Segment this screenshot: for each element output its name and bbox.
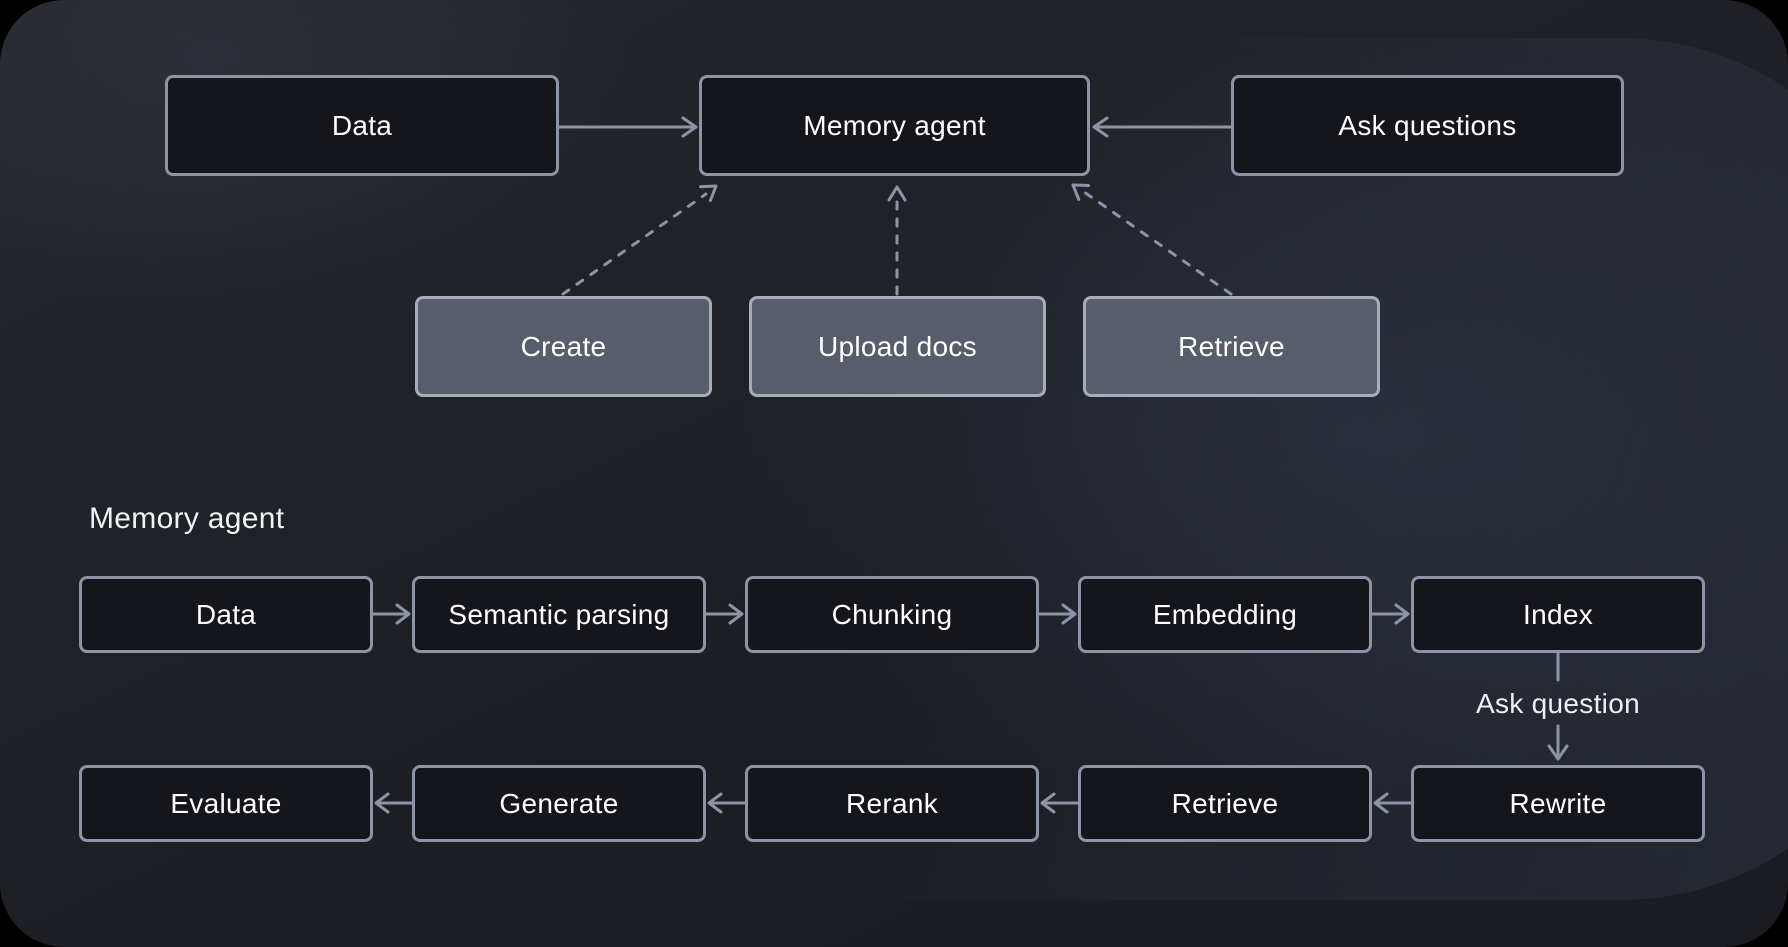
node-create-label: Create <box>520 330 607 362</box>
node-data-label: Data <box>331 109 393 141</box>
node-index: Index <box>1411 576 1705 653</box>
node-index-label: Index <box>1523 598 1593 630</box>
node-rewrite-label: Rewrite <box>1509 787 1607 819</box>
node-data: Data <box>165 75 559 176</box>
node-upload-docs-label: Upload docs <box>818 330 977 362</box>
arrow-create-to-memory-agent <box>561 184 718 296</box>
node-upload-docs: Upload docs <box>749 296 1046 397</box>
arrow-ask-questions-to-memory-agent <box>1092 116 1233 138</box>
arrow-retrieve-to-memory-agent <box>1071 183 1233 296</box>
node-ingest-data-label: Data <box>195 598 257 630</box>
arrow-embedding-to-index <box>1370 603 1410 625</box>
arrow-semantic-parsing-to-chunking <box>704 603 744 625</box>
node-retrieve-label: Retrieve <box>1178 330 1285 362</box>
arrow-upload-docs-to-memory-agent <box>887 185 907 296</box>
node-evaluate: Evaluate <box>79 765 373 842</box>
node-embedding-label: Embedding <box>1152 598 1298 630</box>
node-create: Create <box>415 296 712 397</box>
node-generate-label: Generate <box>499 787 619 819</box>
arrow-ask-question-to-rewrite <box>1547 724 1569 761</box>
node-rerank: Rerank <box>745 765 1039 842</box>
arrow-chunking-to-embedding <box>1037 603 1077 625</box>
arrow-rerank-to-generate <box>707 792 747 814</box>
arrow-data-to-memory-agent <box>557 116 698 138</box>
node-memory-agent: Memory agent <box>699 75 1090 176</box>
arrow-retrieve-to-rerank <box>1040 792 1080 814</box>
node-semantic-parsing: Semantic parsing <box>412 576 706 653</box>
node-retrieve: Retrieve <box>1083 296 1380 397</box>
node-ingest-data: Data <box>79 576 373 653</box>
node-memory-agent-label: Memory agent <box>803 109 986 141</box>
node-rerank-label: Rerank <box>845 787 939 819</box>
node-query-retrieve-label: Retrieve <box>1171 787 1279 819</box>
node-chunking: Chunking <box>745 576 1039 653</box>
node-evaluate-label: Evaluate <box>170 787 282 819</box>
section-title-memory-agent: Memory agent <box>89 502 285 535</box>
arrow-generate-to-evaluate <box>374 792 414 814</box>
arrow-data-to-semantic-parsing <box>371 603 411 625</box>
node-chunking-label: Chunking <box>831 598 953 630</box>
node-semantic-parsing-label: Semantic parsing <box>448 598 670 630</box>
node-ask-questions: Ask questions <box>1231 75 1624 176</box>
node-generate: Generate <box>412 765 706 842</box>
arrow-rewrite-to-retrieve <box>1373 792 1413 814</box>
node-rewrite: Rewrite <box>1411 765 1705 842</box>
node-query-retrieve: Retrieve <box>1078 765 1372 842</box>
node-ask-questions-label: Ask questions <box>1338 109 1517 141</box>
ask-question-edge-label: Ask question <box>1476 688 1640 719</box>
node-embedding: Embedding <box>1078 576 1372 653</box>
